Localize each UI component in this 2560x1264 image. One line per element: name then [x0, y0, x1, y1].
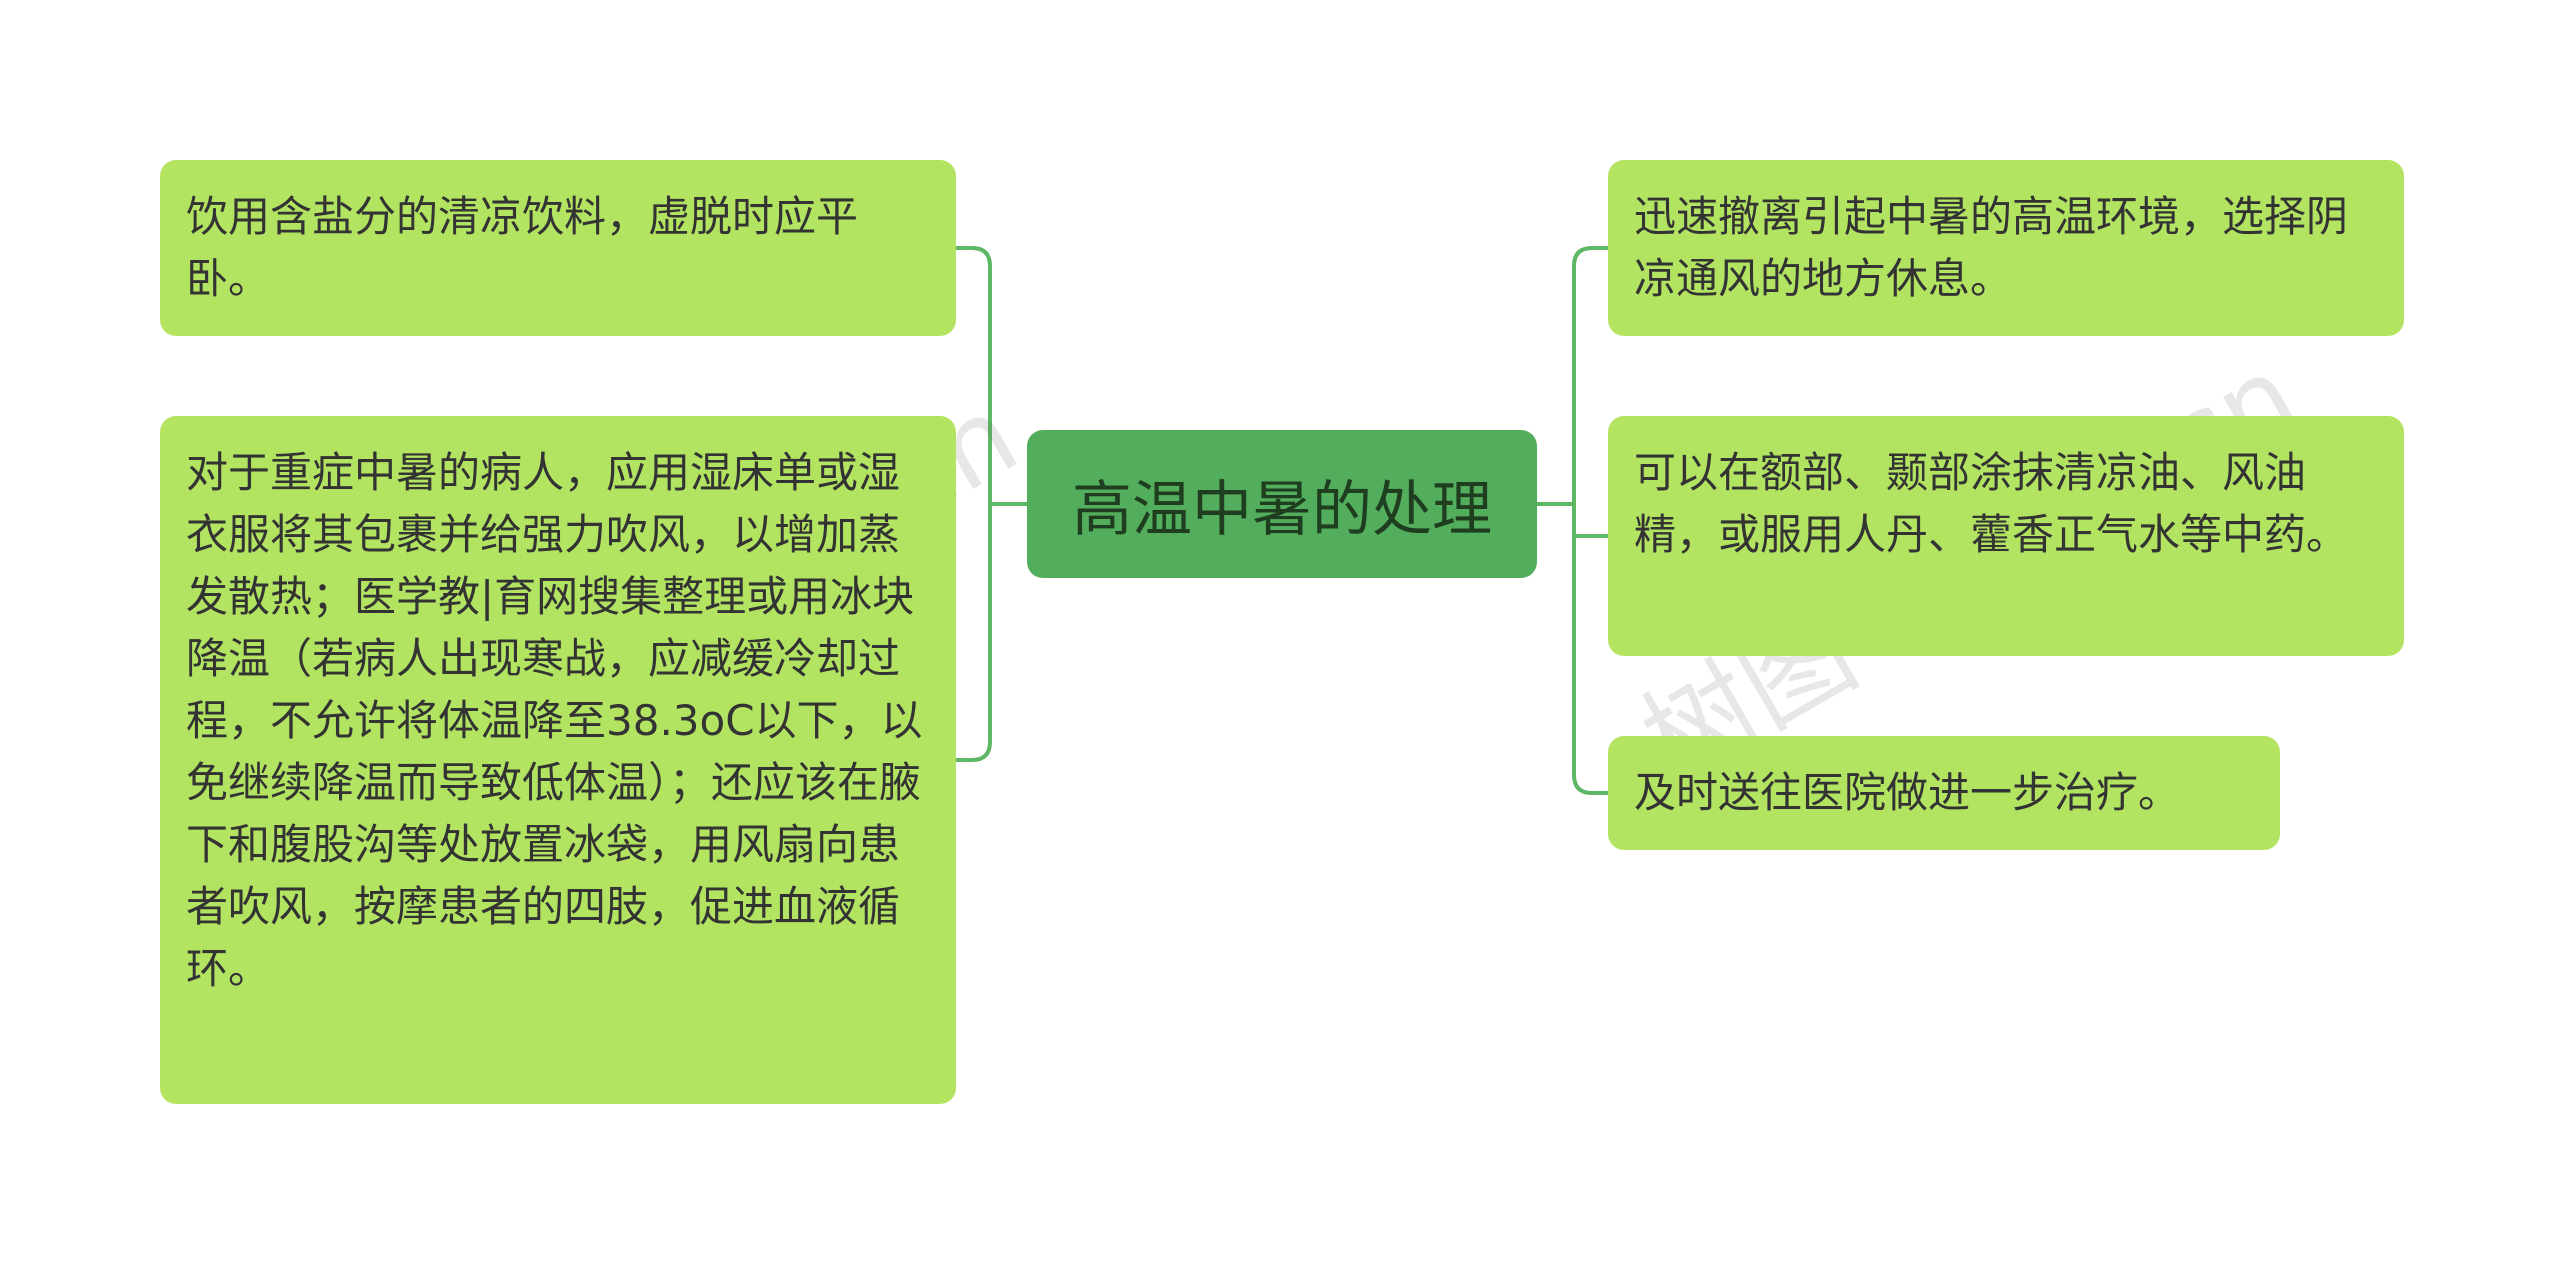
central-topic[interactable]: 高温中暑的处理	[1027, 430, 1537, 578]
right-branch-3[interactable]: 及时送往医院做进一步治疗。	[1608, 736, 2280, 850]
left-branch-2-text: 对于重症中暑的病人，应用湿床单或湿衣服将其包裹并给强力吹风，以增加蒸发散热；医学…	[186, 448, 923, 993]
left-branch-1[interactable]: 饮用含盐分的清凉饮料，虚脱时应平卧。	[160, 160, 956, 336]
connector-line-4	[1572, 246, 1608, 795]
left-branch-2[interactable]: 对于重症中暑的病人，应用湿床单或湿衣服将其包裹并给强力吹风，以增加蒸发散热；医学…	[160, 416, 956, 1104]
central-topic-label: 高温中暑的处理	[1072, 474, 1492, 545]
left-branch-1-text: 饮用含盐分的清凉饮料，虚脱时应平卧。	[186, 192, 859, 303]
right-branch-3-text: 及时送往医院做进一步治疗。	[1634, 768, 2181, 817]
right-branch-2[interactable]: 可以在额部、颞部涂抹清凉油、风油精，或服用人丹、藿香正气水等中药。	[1608, 416, 2404, 656]
right-branch-2-text: 可以在额部、颞部涂抹清凉油、风油精，或服用人丹、藿香正气水等中药。	[1634, 448, 2349, 559]
right-branch-1[interactable]: 迅速撤离引起中暑的高温环境，选择阴凉通风的地方休息。	[1608, 160, 2404, 336]
connector-line-2	[956, 246, 992, 762]
connector-group	[956, 246, 1608, 795]
right-branch-1-text: 迅速撤离引起中暑的高温环境，选择阴凉通风的地方休息。	[1634, 192, 2349, 303]
